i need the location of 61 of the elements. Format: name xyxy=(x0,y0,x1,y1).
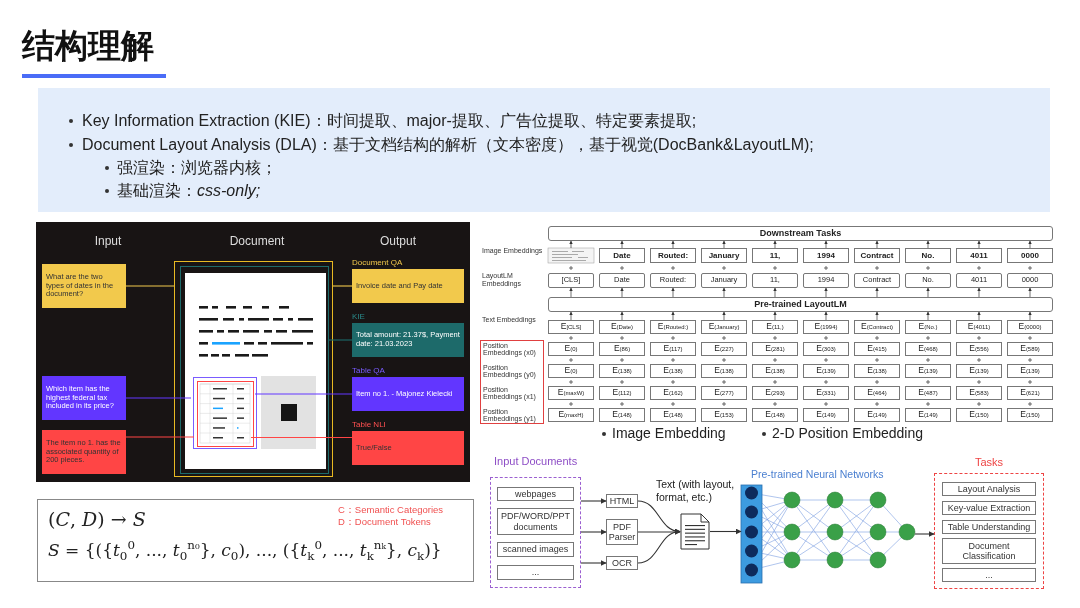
process-box: Key-value Extraction xyxy=(942,501,1036,515)
word-image: 1994 xyxy=(803,248,849,263)
arrow xyxy=(580,498,607,504)
connector-line xyxy=(125,397,192,399)
arrow xyxy=(580,560,607,566)
formula: (C, D) → S xyxy=(48,508,146,530)
note: C：Semantic Categories xyxy=(338,504,444,517)
arrow xyxy=(637,529,681,564)
process-box: HTML xyxy=(606,494,638,508)
bullet-text: Key Information Extraction (KIE)：时间提取、major-提取、广告位提取、特定要素提取; xyxy=(82,111,697,131)
arrow xyxy=(637,529,681,535)
process-box: ... xyxy=(497,565,574,580)
output-heading: Table QA xyxy=(352,366,385,375)
arrow xyxy=(914,531,935,537)
network-title: Pre-trained Neural Networks xyxy=(751,468,884,480)
highlight-frame xyxy=(480,340,544,424)
formula: S = {({t$_{0}$$^{0}$, ..., t$_{0}$$^{n₀}$}, c$_{0}$), ..., ({t$_{k}$$^{0}$, ..., t$_{k}$$^{nₖ}$}, c$_{k}$)} xyxy=(48,540,442,560)
connector-line xyxy=(254,393,353,395)
note: D：Document Tokens xyxy=(338,516,431,529)
word-image: 4011 xyxy=(956,248,1002,263)
output-heading: Document QA xyxy=(352,258,403,267)
bullet-text: Image Embedding xyxy=(612,425,726,441)
process-box: webpages xyxy=(497,487,574,501)
connector-line xyxy=(125,436,195,438)
connector-line xyxy=(125,285,175,287)
process-box: ... xyxy=(942,568,1036,582)
slide-title: 结构理解 xyxy=(22,26,154,66)
process-box: scanned images xyxy=(497,542,574,557)
word-image: 11, xyxy=(752,248,798,263)
process-box: Table Understanding xyxy=(942,520,1036,534)
bullet-text: Document Layout Analysis (DLA)：基于文档结构的解析（文本密度），基于视觉(DocBank&LayoutLM); xyxy=(82,135,814,155)
word-image: No. xyxy=(905,248,951,263)
word-image: Date xyxy=(599,248,645,263)
word-image: January xyxy=(701,248,747,263)
group-title: Tasks xyxy=(973,456,1005,468)
output-heading: Table NLI xyxy=(352,420,386,429)
bullet-text: 强渲染：浏览器内核； xyxy=(117,158,277,178)
process-box: OCR xyxy=(606,556,638,570)
group-title: Input Documents xyxy=(494,455,578,467)
column-heading: Output xyxy=(379,234,417,248)
word-image: Contract xyxy=(854,248,900,263)
arrow xyxy=(709,528,742,535)
output-heading: KIE xyxy=(352,312,365,321)
word-image: 0000 xyxy=(1007,248,1053,263)
process-box: Document Classification xyxy=(942,538,1036,564)
arrow xyxy=(580,529,607,535)
layer-bar: Downstream Tasks xyxy=(548,226,1053,241)
bullet-text: 2-D Position Embedding xyxy=(772,425,923,441)
connector-line xyxy=(327,339,353,341)
bullet-text: 基础渲染：css-only; xyxy=(117,181,261,201)
icon-label: Text (with layout, format, etc.) xyxy=(656,478,736,505)
connector-line xyxy=(250,436,353,439)
column-heading: Document xyxy=(228,234,286,248)
formula-box xyxy=(37,499,474,582)
process-box: Layout Analysis xyxy=(942,482,1036,496)
word-image: Routed: xyxy=(650,248,696,263)
connector-line xyxy=(332,285,353,287)
process-box: PDF/WORD/PPT documents xyxy=(497,508,574,535)
process-box: PDF Parser xyxy=(606,519,638,545)
column-heading: Input xyxy=(93,234,123,248)
layer-bar: Pre-trained LayoutLM xyxy=(548,297,1053,312)
